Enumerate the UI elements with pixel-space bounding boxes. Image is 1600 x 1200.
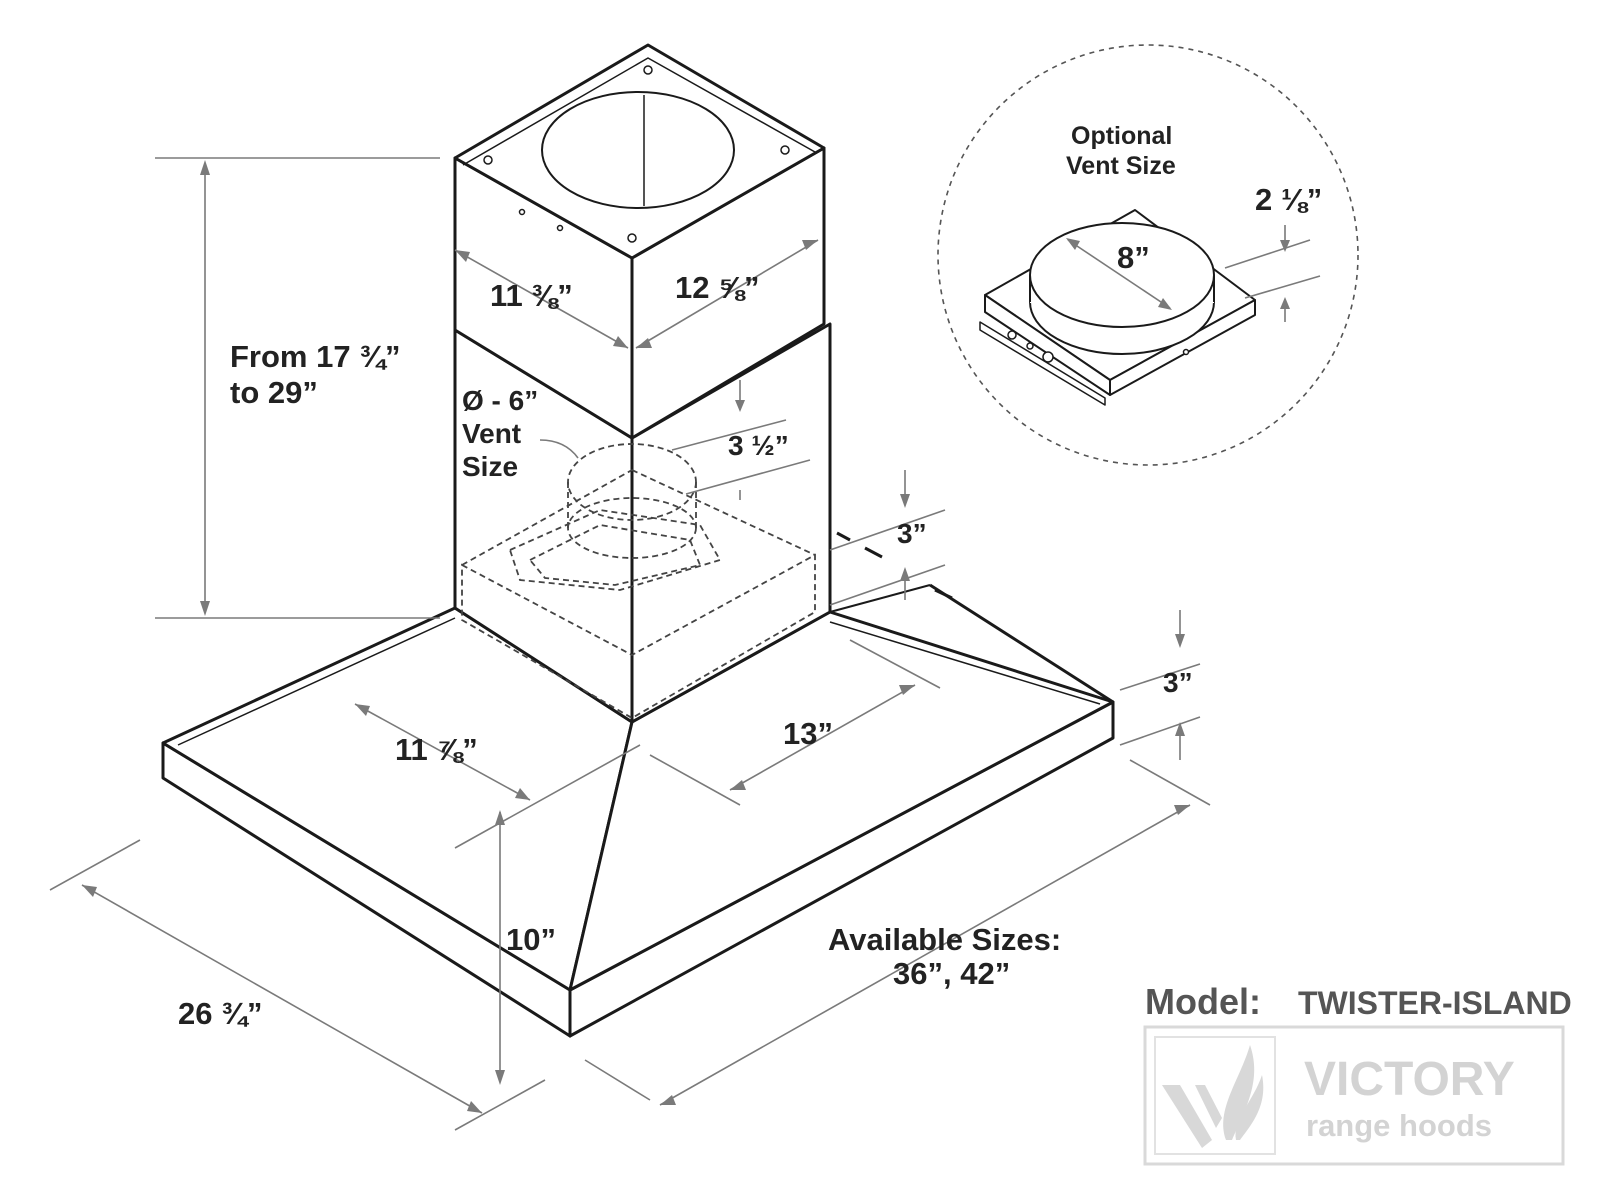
rear-dash-marks bbox=[836, 531, 953, 600]
label-optional-title-1: Optional bbox=[1071, 122, 1172, 150]
screw-hole bbox=[518, 208, 526, 216]
label-chimney-height-1: From 17 ¾” bbox=[230, 339, 401, 374]
label-hood-depth: 26 ¾” bbox=[178, 996, 262, 1031]
screw-hole bbox=[627, 233, 637, 243]
label-hood-height: 10” bbox=[506, 922, 556, 957]
base-inner-rim bbox=[177, 617, 456, 746]
label-optional-diameter: 8” bbox=[1117, 240, 1150, 275]
label-base-depth: 13” bbox=[783, 716, 833, 751]
base-inner-rim-2 bbox=[829, 621, 1101, 705]
screw-hole bbox=[556, 224, 564, 232]
label-optional-title-2: Vent Size bbox=[1066, 152, 1176, 180]
brand-frame bbox=[1143, 1025, 1565, 1166]
hood-body bbox=[161, 583, 1115, 1038]
label-available-sizes-values: 36”, 42” bbox=[893, 956, 1010, 991]
screw-hole bbox=[643, 65, 653, 75]
chimney bbox=[453, 43, 832, 724]
top-vent-opening bbox=[541, 91, 735, 209]
optional-vent-inset bbox=[937, 44, 1359, 466]
brand-logo-icon bbox=[1162, 1045, 1264, 1148]
brand-name: VICTORY bbox=[1304, 1053, 1515, 1106]
label-available-sizes: Available Sizes: bbox=[828, 922, 1061, 957]
dimension-lines bbox=[49, 157, 1211, 1131]
chimney-top-rim bbox=[462, 57, 816, 166]
label-chimney-width: 11 ⅜” bbox=[490, 278, 573, 313]
label-collar-height: 3” bbox=[897, 518, 927, 549]
inset-plate-side bbox=[1109, 299, 1256, 396]
inset-dashed-circle bbox=[937, 44, 1359, 466]
pyramid-back-edge-2 bbox=[929, 583, 1114, 704]
dimension-labels: 11 ⅜” 12 ⅝” From 17 ¾” to 29” Ø - 6” Ven… bbox=[178, 122, 1322, 1031]
label-vent-word: Vent bbox=[462, 418, 521, 449]
pyramid-back-edge bbox=[829, 584, 931, 613]
label-size-word: Size bbox=[462, 451, 518, 482]
model-value: TWISTER-ISLAND bbox=[1298, 985, 1572, 1021]
label-optional-height: 2 ⅛” bbox=[1255, 182, 1322, 217]
screw-hole bbox=[780, 145, 790, 155]
hidden-duct-outline bbox=[461, 443, 816, 720]
brand-subtitle: range hoods bbox=[1306, 1108, 1492, 1143]
label-base-width: 11 ⅞” bbox=[395, 732, 478, 767]
model-block: Model: TWISTER-ISLAND bbox=[1145, 981, 1572, 1022]
label-vent-diameter: Ø - 6” bbox=[462, 385, 538, 416]
hidden-motor-box bbox=[461, 553, 816, 720]
model-label: Model: bbox=[1145, 981, 1261, 1022]
inset-vent-collar-top bbox=[1029, 222, 1215, 328]
label-chimney-depth: 12 ⅝” bbox=[675, 270, 759, 305]
inset-flange bbox=[979, 321, 1106, 406]
lower-chimney-right bbox=[630, 322, 832, 724]
label-front-edge-height: 3” bbox=[1163, 667, 1193, 698]
screw-hole bbox=[483, 155, 493, 165]
brand-watermark: VICTORY range hoods bbox=[1143, 1025, 1565, 1166]
label-vent-offset: 3 ½” bbox=[728, 430, 789, 461]
label-chimney-height-2: to 29” bbox=[230, 375, 318, 410]
